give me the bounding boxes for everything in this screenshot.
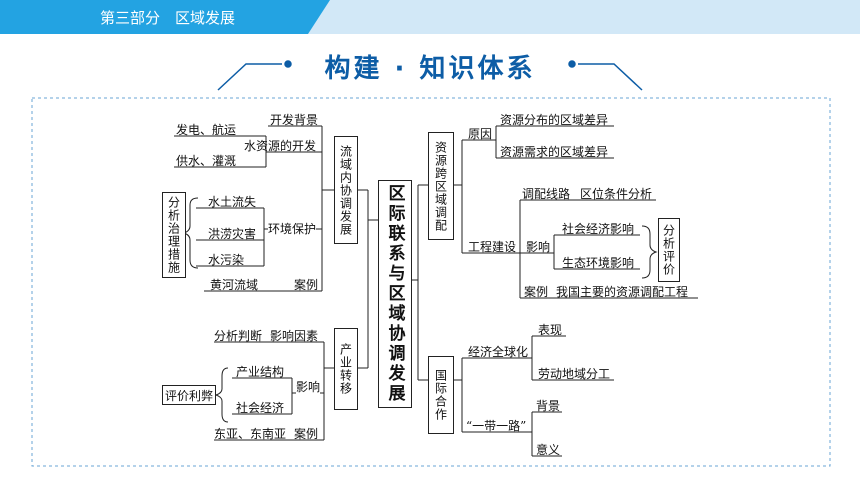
- industrial-structure: 产业结构: [236, 365, 285, 379]
- basin-coordination-box: 流域内协调发展: [334, 136, 358, 244]
- power-shipping: 发电、航运: [176, 123, 237, 137]
- governance-measures-label: 分析治理措施: [166, 196, 181, 274]
- pros-cons-box: 评价利弊: [162, 385, 216, 405]
- significance-label: 意义: [536, 443, 561, 457]
- resource-allocation-label: 资源跨区域调配: [433, 140, 448, 232]
- dev-background: 开发背景: [270, 113, 319, 127]
- governance-measures-box: 分析治理措施: [162, 192, 186, 278]
- industry-transfer-box: 产业转移: [334, 328, 358, 410]
- globalization-label: 经济全球化: [468, 345, 529, 359]
- socio-econ-impact: 社会经济影响: [562, 222, 635, 236]
- page-title: 构建 · 知识体系: [324, 54, 536, 84]
- allocation-projects: 我国主要的资源调配工程: [556, 285, 689, 299]
- water-irrigation: 供水、灌溉: [176, 154, 237, 168]
- center-topic-label: 区际联系与区域协调发展: [384, 184, 405, 404]
- analysis-judgement: 分析判断: [214, 329, 263, 343]
- water-pollution: 水污染: [208, 253, 245, 267]
- water-resource-dev: 水资源的开发: [244, 139, 317, 153]
- case-label-1: 案例: [294, 278, 319, 292]
- dashed-frame: [31, 97, 831, 467]
- reason-label: 原因: [468, 127, 493, 141]
- location-analysis: 区位条件分析: [580, 187, 653, 201]
- evaluation-box: 分析评价: [658, 218, 680, 282]
- background-label: 背景: [536, 399, 561, 413]
- flood-disaster: 洪涝灾害: [208, 227, 257, 241]
- env-protection: 环境保护: [268, 222, 317, 236]
- intl-cooperation-label: 国际合作: [433, 369, 448, 421]
- yellow-river-basin: 黄河流域: [210, 278, 259, 292]
- east-southeast-asia: 东亚、东南亚: [214, 427, 287, 441]
- case-label-2: 案例: [294, 427, 319, 441]
- demand-diff: 资源需求的区域差异: [500, 145, 609, 159]
- impact-label: 影响: [296, 380, 321, 394]
- basin-coordination-label: 流域内协调发展: [338, 144, 353, 236]
- socio-economy: 社会经济: [236, 401, 285, 415]
- center-topic-box: 区际联系与区域协调发展: [378, 180, 412, 408]
- manifestation-label: 表现: [538, 323, 563, 337]
- allocation-route: 调配线路: [522, 187, 571, 201]
- case-label-3: 案例: [524, 285, 549, 299]
- influence-factors: 影响因素: [270, 329, 319, 343]
- engineering-label: 工程建设: [468, 240, 517, 254]
- evaluation-label: 分析评价: [661, 224, 676, 276]
- intl-cooperation-box: 国际合作: [428, 356, 454, 434]
- section-tab: [0, 0, 330, 34]
- section-title: 第三部分 区域发展: [100, 9, 236, 27]
- pros-cons-label: 评价利弊: [164, 388, 213, 403]
- distribution-diff: 资源分布的区域差异: [500, 113, 609, 127]
- division-of-labor: 劳动地域分工: [538, 367, 611, 381]
- eco-env-impact: 生态环境影响: [562, 256, 635, 270]
- impact-label-right: 影响: [526, 240, 551, 254]
- resource-allocation-box: 资源跨区域调配: [428, 132, 454, 240]
- soil-erosion: 水土流失: [208, 195, 257, 209]
- industry-transfer-label: 产业转移: [338, 343, 353, 395]
- belt-and-road: “一带一路”: [466, 419, 527, 433]
